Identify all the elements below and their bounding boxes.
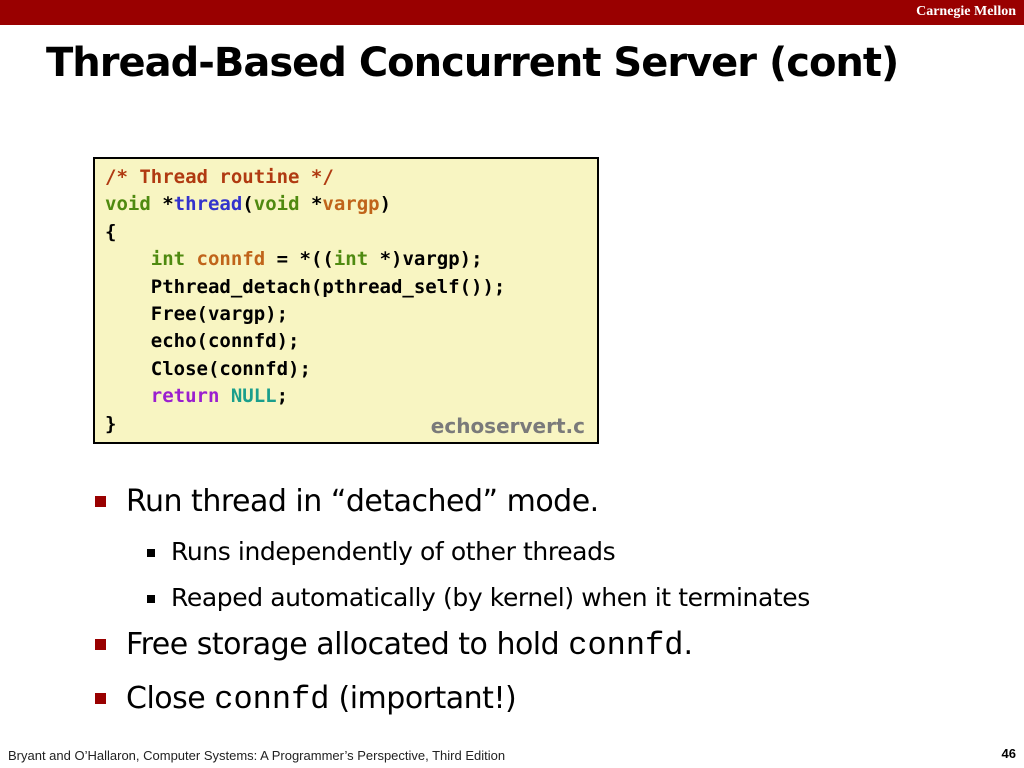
code-line-4: int connfd = *((int *)vargp);	[150, 248, 483, 271]
bullet-square-icon	[95, 693, 106, 704]
bullet-text-part: Free storage allocated to hold	[126, 627, 569, 662]
sub-bullet-square-icon	[147, 595, 155, 603]
code-line-9: return NULL;	[150, 385, 289, 408]
code-line-2: void *thread(void *vargp)	[105, 193, 392, 216]
code-line-5: Pthread_detach(pthread_self());	[105, 275, 506, 298]
bullet-text: Run thread in “detached” mode.	[126, 484, 599, 519]
page-number: 46	[1001, 746, 1016, 761]
inline-code: connfd	[214, 681, 330, 718]
sub-bullet-text: Runs independently of other threads	[171, 537, 616, 566]
inline-code: connfd	[568, 627, 684, 664]
code-listing: /* Thread routine */ void *thread(void *…	[105, 164, 505, 438]
code-line-1: /* Thread routine */	[105, 166, 334, 188]
bullet-text: Free storage allocated to hold connfd.	[126, 627, 693, 664]
slide-title: Thread-Based Concurrent Server (cont)	[46, 40, 899, 86]
top-bar: Carnegie Mellon	[0, 0, 1024, 25]
code-box: /* Thread routine */ void *thread(void *…	[93, 157, 599, 444]
code-line-7: echo(connfd);	[105, 330, 300, 353]
bullet-text: Close connfd (important!)	[126, 681, 517, 718]
bullet-text-part: (important!)	[329, 681, 517, 716]
university-name: Carnegie Mellon	[916, 4, 1016, 19]
code-line-3: {	[105, 220, 117, 243]
bullet-square-icon	[95, 639, 106, 650]
footer-citation: Bryant and O’Hallaron, Computer Systems:…	[8, 748, 506, 763]
code-line-10: }	[105, 412, 117, 435]
bullet-text-part: .	[683, 627, 693, 662]
bullet-text-part: Close	[126, 681, 215, 716]
bullet-square-icon	[95, 496, 106, 507]
sub-bullet-text: Reaped automatically (by kernel) when it…	[171, 583, 810, 612]
code-line-8: Close(connfd);	[105, 357, 311, 380]
sub-bullet-square-icon	[147, 549, 155, 557]
code-line-6: Free(vargp);	[105, 303, 289, 326]
source-filename: echoservert.c	[430, 414, 585, 438]
